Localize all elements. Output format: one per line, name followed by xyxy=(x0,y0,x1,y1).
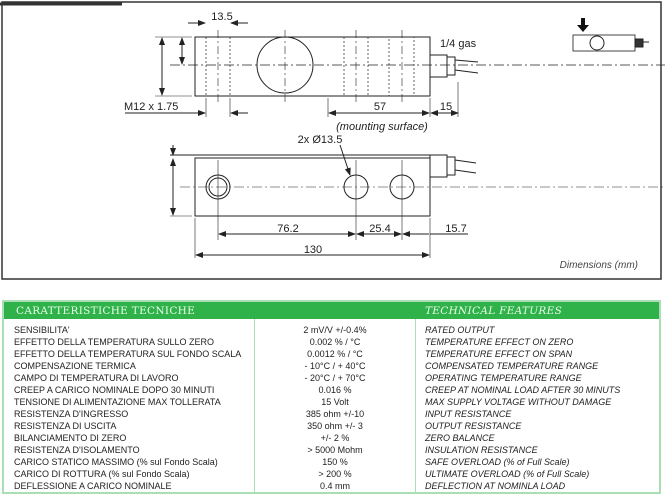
connector-label: 1/4 gas xyxy=(440,38,477,50)
dim-15-7: 15.7 xyxy=(445,223,466,235)
dim-76-2: 76.2 xyxy=(277,223,298,235)
spec-value: > 5000 Mohm xyxy=(307,445,363,455)
spec-value: > 200 % xyxy=(318,469,352,479)
dim-130: 130 xyxy=(304,244,322,256)
top-view xyxy=(125,20,665,117)
spec-label-en: ZERO BALANCE xyxy=(425,433,495,443)
spec-value: - 20°C / + 70°C xyxy=(304,373,366,383)
spec-label-en: OUTPUT RESISTANCE xyxy=(425,421,522,431)
spec-label-it: CAMPO DI TEMPERATURA DI LAVORO xyxy=(14,373,179,383)
spec-label-it: CARICO DI ROTTURA (% sul Fondo Scala) xyxy=(14,469,190,479)
spec-value: 150 % xyxy=(322,457,348,467)
spec-value: 0.0012 % / °C xyxy=(307,349,363,359)
spec-label-it: TENSIONE DI ALIMENTAZIONE MAX TOLLERATA xyxy=(14,397,221,407)
spec-label-en: DEFLECTION AT NOMINLA LOAD xyxy=(425,481,566,491)
value-column: 2 mV/V +/-0.4% 0.002 % / °C 0.0012 % / °C -… xyxy=(254,319,416,492)
spec-label-en: CREEP AT NOMINAL LOAD AFTER 30 MINUTS xyxy=(425,385,621,395)
mounting-surface-label: (mounting surface) xyxy=(336,121,428,133)
spec-label-en: TEMPERATURE EFFECT ON ZERO xyxy=(425,337,574,347)
spec-label-it: BILANCIAMENTO DI ZERO xyxy=(14,433,127,443)
spec-label-it: RESISTENZA D'INGRESSO xyxy=(14,409,129,419)
spec-value: +/- 2 % xyxy=(320,433,350,443)
spec-value: 15 Volt xyxy=(321,397,349,407)
spec-label-en: RATED OUTPUT xyxy=(425,325,495,335)
spec-label-it: CREEP A CARICO NOMINALE DOPO 30 MINUTI xyxy=(14,385,215,395)
spec-label-en: TEMPERATURE EFFECT ON SPAN xyxy=(425,349,573,359)
spec-label-it: RESISTENZA D'ISOLAMENTO xyxy=(14,445,140,455)
technical-features-table: CARATTERISTICHE TECNICHE TECHNICAL FEATU… xyxy=(2,300,661,494)
english-column: RATED OUTPUT TEMPERATURE EFFECT ON ZERO TE… xyxy=(415,319,659,492)
holes-label: 2x Ø13.5 xyxy=(298,134,343,146)
dim-25-4: 25.4 xyxy=(369,223,390,235)
italian-column: SENSIBILITA' EFFETTO DELLA TEMPERATURA SU… xyxy=(4,319,254,492)
spec-label-en: OPERATING TEMPERATURE RANGE xyxy=(425,373,582,383)
table-header: CARATTERISTICHE TECNICHE TECHNICAL FEATU… xyxy=(4,302,659,319)
dimension-drawing: 13.5 M12 x 1.75 1/4 gas 57 15 (mounting … xyxy=(0,1,665,280)
header-italian: CARATTERISTICHE TECNICHE xyxy=(16,305,196,317)
bottom-view xyxy=(170,144,665,258)
spec-label-en: SAFE OVERLOAD (% of Full Scale) xyxy=(425,457,570,467)
dim-15: 15 xyxy=(440,101,452,113)
spec-label-it: DEFLESSIONE A CARICO NOMINALE xyxy=(14,481,172,491)
spec-label-it: EFFETTO DELLA TEMPERATURA SULLO ZERO xyxy=(14,337,215,347)
dim-57: 57 xyxy=(374,101,386,113)
spec-label-it: EFFETTO DELLA TEMPERATURA SUL FONDO SCAL… xyxy=(14,349,242,359)
spec-value: - 10°C / + 40°C xyxy=(304,361,366,371)
spec-value: 0.4 mm xyxy=(319,481,350,491)
dim-thread: M12 x 1.75 xyxy=(124,101,178,113)
connector-icon xyxy=(429,54,448,78)
spec-label-en: INSULATION RESISTANCE xyxy=(425,445,538,455)
drawing-frame xyxy=(1,1,662,280)
spec-label-en: COMPENSATED TEMPERATURE RANGE xyxy=(425,361,599,371)
spec-value: 0.016 % xyxy=(318,385,352,395)
spec-label-en: INPUT RESISTANCE xyxy=(425,409,512,419)
spec-label-it: SENSIBILITA' xyxy=(14,325,70,335)
spec-value: 385 ohm +/-10 xyxy=(305,409,365,419)
spec-label-it: COMPENSAZIONE TERMICA xyxy=(14,361,136,371)
dim-13-5: 13.5 xyxy=(211,11,232,23)
spec-label-it: CARICO STATICO MASSIMO (% sul Fondo Scal… xyxy=(14,457,218,467)
spec-value: 2 mV/V +/-0.4% xyxy=(303,325,367,335)
load-direction-icon xyxy=(572,18,649,52)
spec-label-it: RESISTENZA DI USCITA xyxy=(14,421,117,431)
spec-label-en: MAX SUPPLY VOLTAGE WITHOUT DAMAGE xyxy=(425,397,612,407)
spec-value: 0.002 % / °C xyxy=(309,337,361,347)
header-english: TECHNICAL FEATURES xyxy=(425,305,563,317)
spec-value: 350 ohm +/- 3 xyxy=(307,421,363,431)
units-note: Dimensions (mm) xyxy=(560,260,638,271)
spec-label-en: ULTIMATE OVERLOAD (% of Full Scale) xyxy=(425,469,590,479)
